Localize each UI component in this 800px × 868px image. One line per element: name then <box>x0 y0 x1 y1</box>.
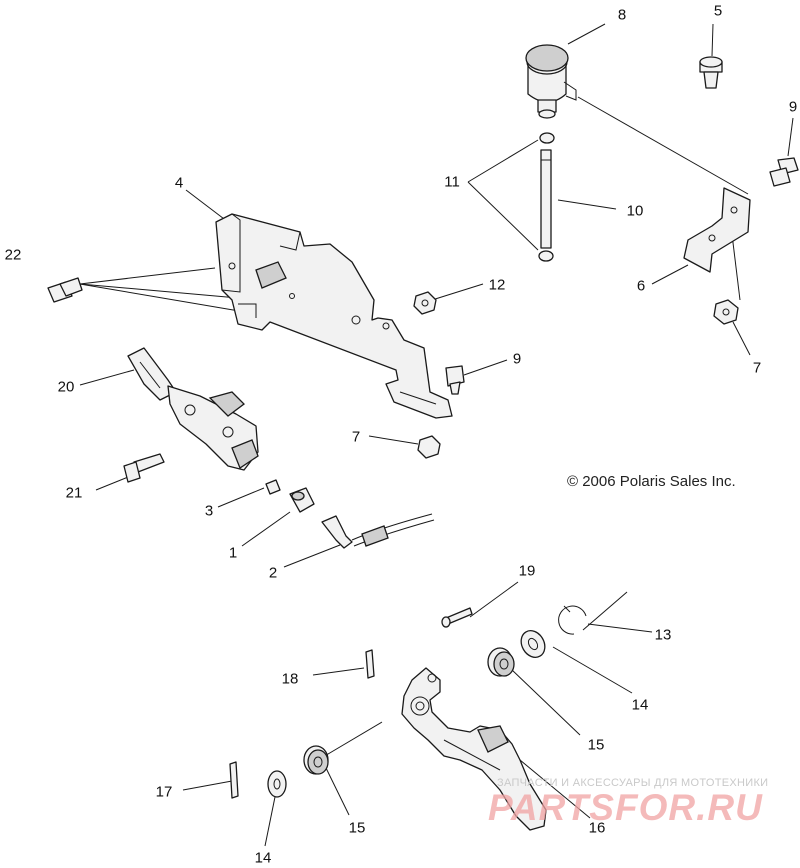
bolt-part-21 <box>123 453 165 483</box>
callout-19: 19 <box>518 562 536 580</box>
bolt-part-5 <box>699 56 723 89</box>
nut-part-7-center <box>417 435 441 459</box>
leader-lines <box>79 23 794 847</box>
bushing-part-15-upper <box>487 647 515 677</box>
callout-2: 2 <box>268 564 278 582</box>
clip-part-13 <box>558 605 587 635</box>
callout-14-lower: 14 <box>254 849 272 867</box>
callout-9-lower: 9 <box>512 350 522 368</box>
callout-4: 4 <box>174 174 184 192</box>
bolt-part-9-upper <box>769 157 799 187</box>
callout-18: 18 <box>281 670 299 688</box>
watermark-tagline: ЗАПЧАСТИ И АКСЕССУАРЫ ДЛЯ МОТОТЕХНИКИ <box>497 777 769 789</box>
callout-7-right: 7 <box>752 359 762 377</box>
callout-5: 5 <box>713 2 723 20</box>
callout-15-upper: 15 <box>587 736 605 754</box>
hose-clips-part-11 <box>538 132 555 262</box>
washer-part-14-upper <box>520 630 546 658</box>
callout-22: 22 <box>4 246 22 264</box>
callout-12: 12 <box>488 276 506 294</box>
callout-21: 21 <box>65 484 83 502</box>
brake-line-part-2 <box>321 513 435 549</box>
callout-9-upper: 9 <box>788 98 798 116</box>
nut-part-7-right <box>713 299 739 325</box>
bolt-part-9-lower <box>445 365 465 395</box>
pin-part-19 <box>441 607 473 628</box>
pin-part-17 <box>229 761 239 799</box>
callout-6: 6 <box>636 277 646 295</box>
spring-part-3 <box>265 479 281 495</box>
fitting-part-1 <box>289 487 315 513</box>
callout-13: 13 <box>654 626 672 644</box>
brake-pedal-part-16 <box>401 667 547 831</box>
watermark-logo: PARTSFOR.RU <box>488 787 763 828</box>
nut-part-12 <box>413 291 437 315</box>
hose-part-10 <box>540 149 552 249</box>
callout-15-lower: 15 <box>348 819 366 837</box>
callout-8: 8 <box>617 6 627 24</box>
pin-part-18 <box>365 649 375 679</box>
copyright-notice: © 2006 Polaris Sales Inc. <box>567 473 736 490</box>
master-cylinder-part-20 <box>127 347 259 471</box>
callout-3: 3 <box>204 502 214 520</box>
reservoir-part-8 <box>525 44 577 119</box>
washer-part-14-lower <box>267 770 287 798</box>
bracket-part-6 <box>683 187 751 273</box>
callout-20: 20 <box>57 378 75 396</box>
bushing-part-15-lower <box>303 745 329 775</box>
pedal-bracket-part-4 <box>215 213 453 419</box>
callout-11: 11 <box>444 173 460 191</box>
callout-16: 16 <box>588 819 606 837</box>
bolt-part-22 <box>47 277 83 303</box>
callout-1: 1 <box>228 544 238 562</box>
callout-10: 10 <box>626 202 644 220</box>
callout-14-upper: 14 <box>631 696 649 714</box>
callout-7-center: 7 <box>351 428 361 446</box>
callout-17: 17 <box>155 783 173 801</box>
